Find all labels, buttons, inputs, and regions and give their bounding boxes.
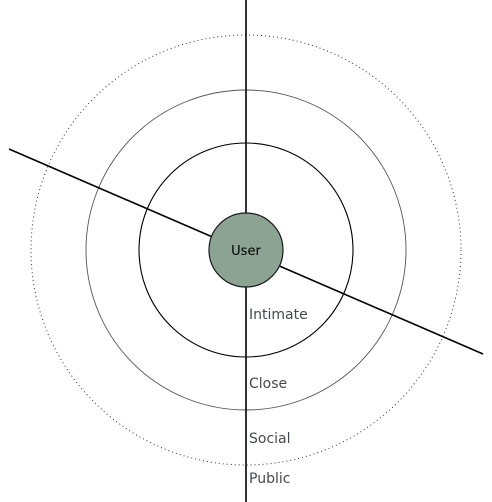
user-label: User bbox=[231, 244, 261, 259]
zone-label-intimate: Intimate bbox=[249, 307, 308, 323]
user-node bbox=[208, 212, 284, 288]
zone-label-close: Close bbox=[249, 376, 287, 392]
zone-label-public: Public bbox=[249, 471, 290, 487]
zone-label-social: Social bbox=[249, 431, 291, 447]
